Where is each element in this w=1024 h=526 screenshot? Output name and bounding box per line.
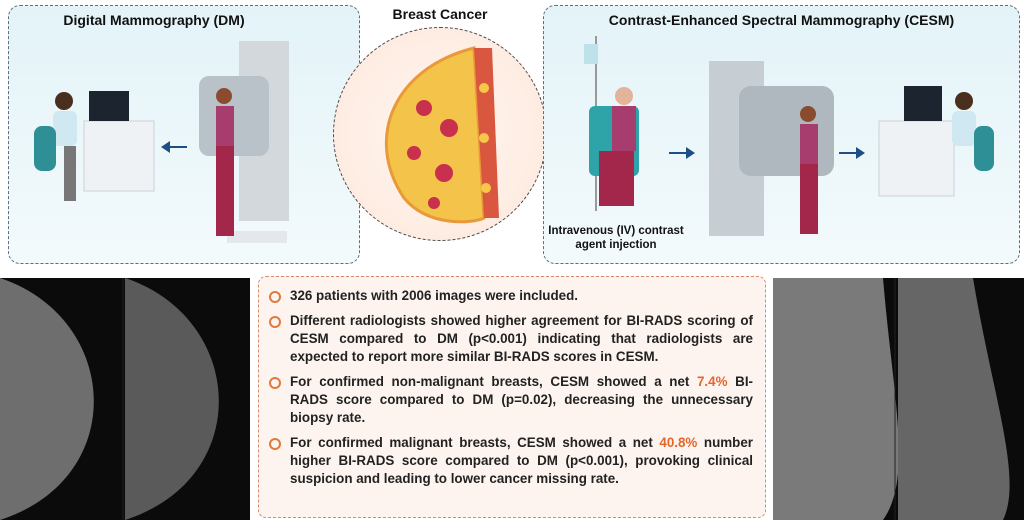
cesm-workflow-illustration — [584, 36, 994, 236]
center-title: Breast Cancer — [392, 6, 488, 22]
finding-item: Different radiologists showed higher agr… — [269, 312, 753, 366]
arrow-right-icon — [839, 147, 865, 159]
bullet-circle-icon — [269, 291, 281, 303]
cesm-panel-title: Contrast-Enhanced Spectral Mammography (… — [608, 12, 955, 28]
finding-item: For confirmed non-malignant breasts, CES… — [269, 373, 753, 427]
findings-box: 326 patients with 2006 images were inclu… — [258, 276, 766, 518]
finding-item: 326 patients with 2006 images were inclu… — [269, 287, 753, 305]
finding-text: 326 patients with 2006 images were inclu… — [290, 288, 579, 303]
breast-anatomy-illustration — [384, 46, 499, 224]
finding-text: number higher BI-RADS score compared to … — [290, 435, 753, 486]
bullet-circle-icon — [269, 377, 281, 389]
finding-item: For confirmed malignant breasts, CESM sh… — [269, 434, 753, 488]
cesm-mammogram-images — [773, 278, 1024, 520]
finding-text: For confirmed malignant breasts, CESM sh… — [290, 435, 660, 450]
dm-workstation-illustration — [34, 41, 289, 243]
dm-panel: Digital Mammography (DM) — [8, 5, 360, 264]
finding-text: For confirmed non-malignant breasts, CES… — [290, 374, 697, 389]
finding-highlight: 40.8% — [659, 435, 698, 450]
arrow-left-icon — [161, 141, 187, 153]
cesm-panel: Contrast-Enhanced Spectral Mammography (… — [543, 5, 1020, 264]
finding-text: BI-RADS score compared to DM (p=0.02), d… — [290, 374, 753, 425]
finding-highlight: 7.4% — [696, 374, 728, 389]
arrow-right-icon — [669, 147, 695, 159]
breast-cancer-circle — [333, 27, 547, 241]
caption-line-1: Intravenous (IV) contrast — [548, 225, 684, 237]
bullet-circle-icon — [269, 438, 281, 450]
iv-injection-caption: Intravenous (IV) contrast agent injectio… — [546, 224, 686, 252]
dm-mammogram-images — [0, 278, 250, 520]
bullet-circle-icon — [269, 316, 281, 328]
finding-text: Different radiologists showed higher agr… — [290, 313, 753, 364]
caption-line-2: agent injection — [575, 239, 657, 251]
dm-panel-title: Digital Mammography (DM) — [63, 12, 245, 28]
